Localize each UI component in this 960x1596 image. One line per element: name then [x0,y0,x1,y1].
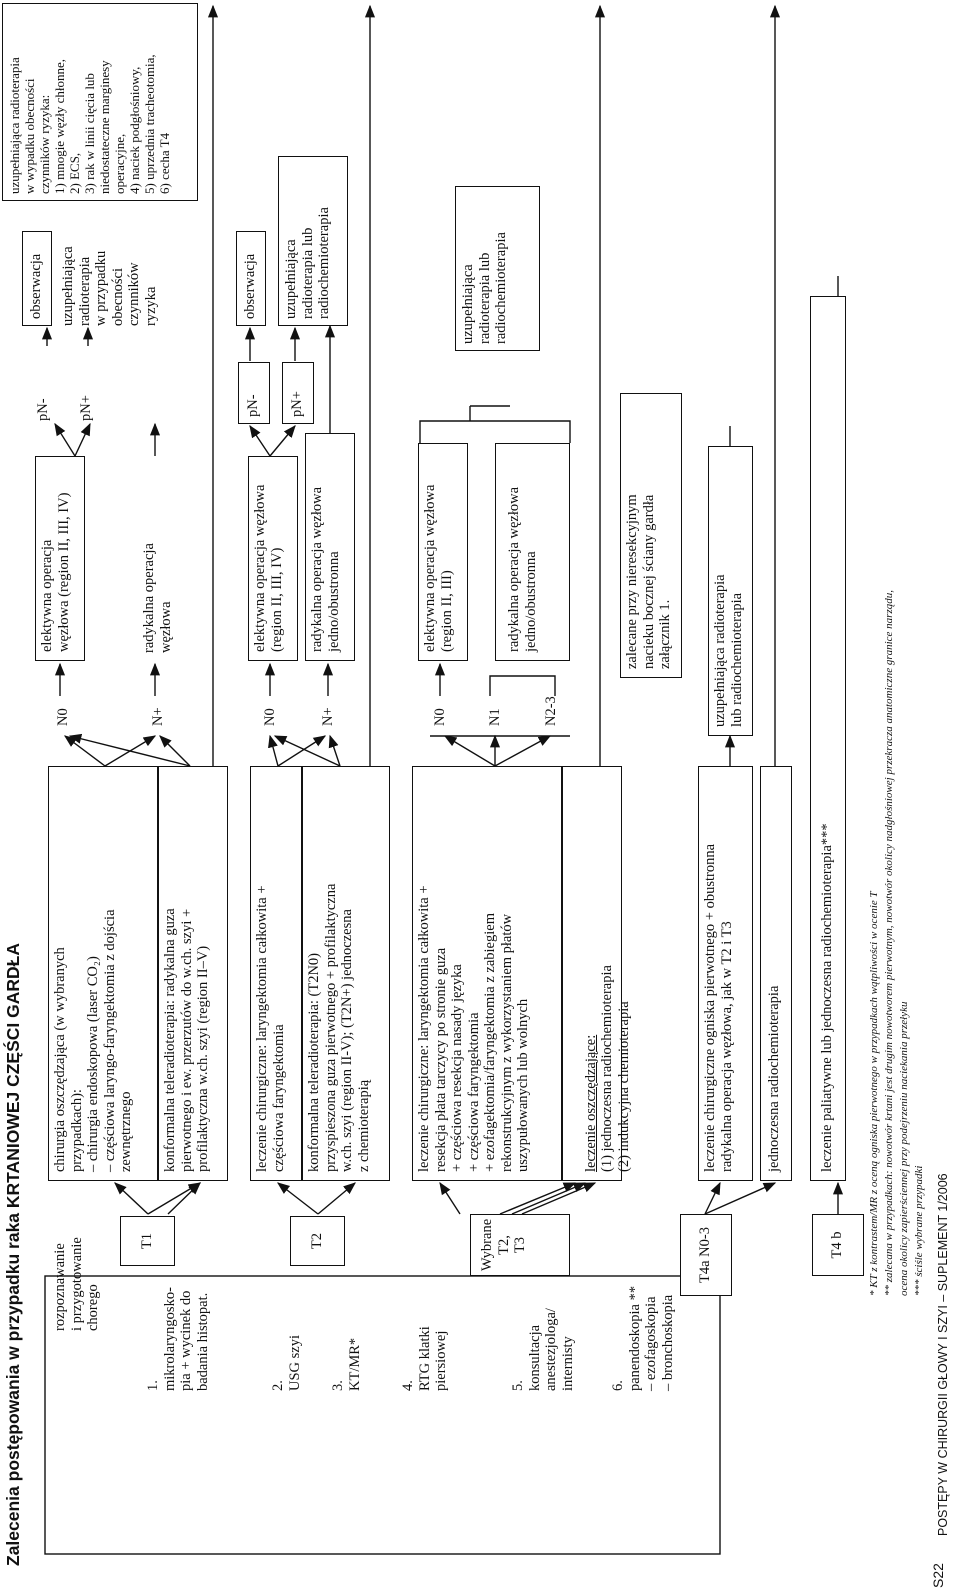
diag-step-6: 6. panendoskopia ** – ezofagoskopia – br… [610,1285,676,1391]
t3-sparing-options: (1) jednoczesna radiochemioterapia (2) i… [599,965,632,1172]
t3-sparing-box: leczenie oszczędzające: (1) jednoczesna … [562,766,632,1181]
stage-t4b: T4 b [812,1214,864,1276]
t1-nplus: N+ [150,707,166,726]
t2-surgery-box: leczenie chirurgiczne: laryngektomia cał… [250,766,302,1181]
diag-step-2: 2. USG szyi [270,1335,303,1391]
t1-pnminus: pN- [35,398,51,421]
t2-elective-box: elektywna operacja węzłowa (region II, I… [248,456,298,661]
footnote-3: ocena okolicy zapierściennej przy podejr… [898,1001,910,1296]
t1-adjuvant: uzupełniająca radioterapia w przypadku o… [60,246,159,326]
diag-step-5: 5. konsultacja anestezjologa/ internisty [510,1308,576,1391]
t1-radio-box: konformalna teleradioterapia: radykalna … [158,766,228,1181]
stage-t2: T2 [290,1216,345,1266]
footnote-2: ** zalecana w przypadkach: nowotwór krta… [883,590,895,1296]
t1-radical: radykalna operacja węzłowa [141,543,174,653]
t1-surgery-box: chirurgia oszczędzająca (w wybranych prz… [48,766,158,1181]
t3-adjuvant-box: uzupełniająca radioterapia lub radiochem… [455,186,540,351]
t1-pnplus: pN+ [78,395,94,421]
t2-radical-box: radykalna operacja węzłowa jedno/obustro… [305,433,355,661]
t4a-radiochemo-box: jednoczesna radiochemioterapia [760,766,792,1181]
diag-step-1: 1. mikrolaryngosko- pia + wycinek do bad… [145,1287,211,1391]
t4a-recommended-box: zalecane przy nieresekcyjnym nacieku boc… [620,393,682,678]
t3-elective-box: elektywna operacja węzłowa (region II, I… [418,443,468,661]
page-title: Zalecenia postępowania w przypadku raka … [3,943,23,1566]
t1-n0: N0 [55,708,71,726]
t4b-palliative-box: leczenie paliatywne lub jednoczesna radi… [810,296,846,1181]
t2-adjuvant-box: uzupełniająca radioterapia lub radiochem… [278,156,348,326]
t3-n1: N1 [487,708,503,726]
footnote-4: *** ściśle wybrane przypadki [913,1165,925,1296]
t1-risk-factors-box: uzupełniająca radioterapia w wypadku obe… [2,3,198,201]
t3-radical-box: radykalna operacja węzłowa jedno/obustro… [495,443,570,661]
page-number: S22 [930,1563,946,1588]
footnote-1: * KT z kontrastem/MR z oceną ogniska pie… [868,891,880,1296]
t4a-surgery-box: leczenie chirurgiczne ogniska pierwotneg… [698,766,753,1181]
t2-pnminus: pN- [238,362,270,424]
t4a-adjuvant-box: uzupełniająca radioterapia lub radiochem… [708,446,753,736]
diag-step-4: 4. RTG klatki piersiowej [400,1326,449,1391]
t1-observation-box: obserwacja [22,231,52,326]
t2-radio-box: konformalna teleradioterapia: (T2N0) prz… [302,766,390,1181]
stage-t1: T1 [120,1216,175,1266]
t2-pnplus: pN+ [282,362,314,424]
t1-elective-box: elektywna operacja węzłowa (region II, I… [35,456,85,661]
t3-n23: N2-3 [543,696,559,726]
t3-sparing-label: leczenie oszczędzające: [582,1034,599,1172]
t3-surgery-box: leczenie chirurgiczne: laryngektomia cał… [412,766,562,1181]
stage-t3: Wybrane T2, T3 [470,1214,570,1276]
diag-header-text: rozpoznawanie i przygotowanie chorego [52,1237,101,1331]
diag-step-3: 3. KT/MR* [330,1337,363,1391]
t2-observation-box: obserwacja [236,231,266,326]
t2-n0: N0 [262,708,278,726]
stage-t4a: T4a N0-3 [680,1214,732,1296]
journal-footer-text: POSTĘPY W CHIRURGII GŁOWY I SZYI – SUPLE… [936,1173,950,1536]
t2-nplus: N+ [320,707,336,726]
t3-n0: N0 [432,708,448,726]
